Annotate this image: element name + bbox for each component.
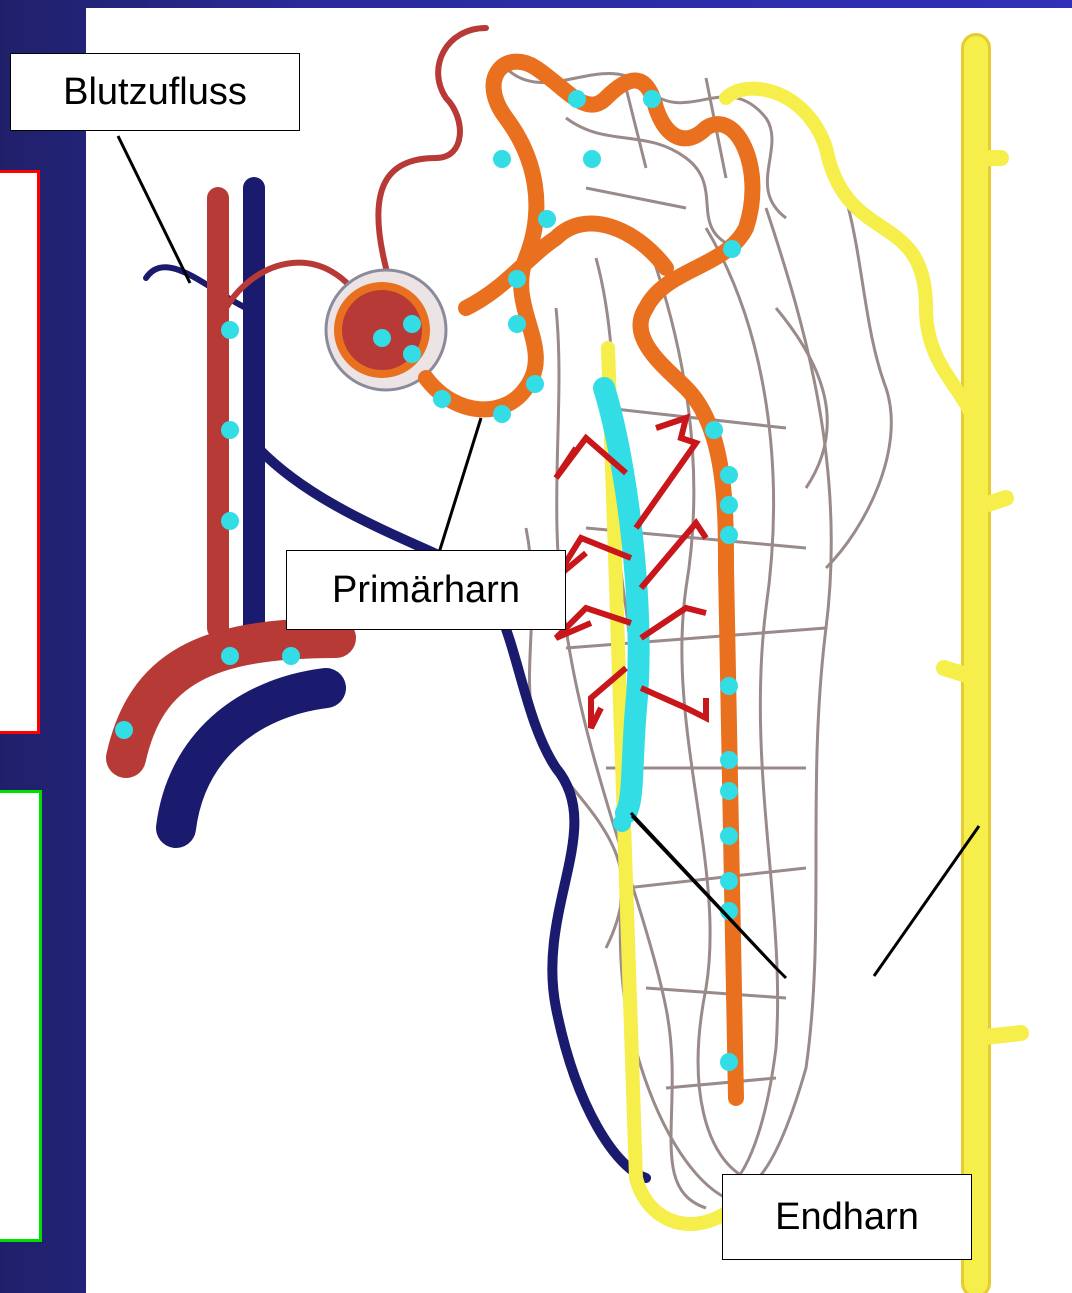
label-final-urine: Endharn xyxy=(722,1174,972,1260)
green-framed-panel xyxy=(0,790,42,1242)
nephron-illustration xyxy=(86,8,1072,1293)
nephron-diagram: Blutzufluss Primärharn Endharn xyxy=(86,8,1072,1293)
red-framed-panel xyxy=(0,170,40,734)
collecting-duct xyxy=(608,48,1021,1283)
label-primary-urine: Primärharn xyxy=(286,550,566,630)
label-blood-inflow: Blutzufluss xyxy=(10,53,300,131)
